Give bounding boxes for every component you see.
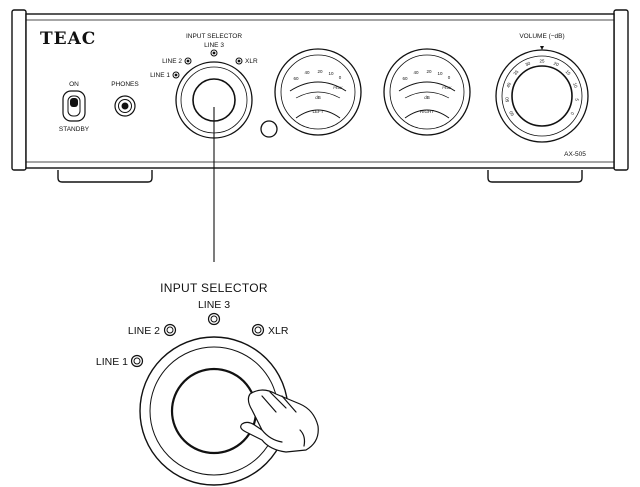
detail-title: INPUT SELECTOR (160, 281, 268, 295)
left-meter-scale-40: 40 (304, 70, 310, 75)
left-side-panel (11, 9, 27, 171)
volume-scale-label: 40 (506, 82, 512, 89)
left-level-meter (274, 48, 362, 136)
right-meter-peak: PEAK (442, 86, 452, 90)
volume-scale-label: 30 (524, 60, 531, 67)
indicator-led-icon (210, 49, 218, 57)
panel-input-xlr-label: XLR (245, 58, 258, 65)
detail-xlr-label: XLR (268, 325, 289, 337)
indicator-led-icon (251, 323, 265, 337)
panel-input-line3-label: LINE 3 (204, 42, 224, 49)
left-meter-scale-60: 60 (293, 76, 299, 81)
left-meter-scale-0: 0 (339, 75, 342, 80)
right-meter-scale-40: 40 (413, 70, 419, 75)
headphone-jack-icon[interactable] (114, 95, 136, 117)
right-meter-scale-10: 10 (437, 71, 443, 76)
panel-input-selector-title: INPUT SELECTOR (186, 33, 242, 40)
volume-scale-label: 0 (569, 111, 575, 116)
volume-scale-label: 50 (504, 96, 510, 102)
right-level-meter (383, 48, 471, 136)
hand-pointer-icon (240, 389, 319, 453)
volume-scale-label: 10 (572, 82, 578, 89)
power-standby-label: STANDBY (59, 126, 90, 133)
detail-line2-label: LINE 2 (128, 325, 160, 337)
panel-input-line1-label: LINE 1 (150, 72, 170, 79)
power-on-label: ON (69, 81, 79, 88)
amplifier-front-panel: TEAC AX-505 ON STANDBY PHONES INPUT SELE… (11, 9, 629, 183)
left-meter-label: LEFT (312, 109, 323, 114)
brand-logo: TEAC (40, 29, 96, 49)
volume-scale-label: 15 (564, 69, 571, 76)
detail-line1-label: LINE 1 (96, 356, 128, 368)
volume-scale-label: 5 (574, 98, 579, 102)
right-meter-scale-20: 20 (426, 69, 432, 74)
volume-index-mark (540, 46, 544, 50)
right-meter-scale-60: 60 (402, 76, 408, 81)
input-selector-detail: INPUT SELECTOR LINE 3 LINE 2 XLR LINE 1 (96, 281, 319, 486)
right-meter-unit: dB (424, 95, 430, 100)
detail-line3-label: LINE 3 (198, 299, 230, 311)
indicator-led-icon (184, 57, 192, 65)
left-foot (57, 170, 153, 183)
remote-sensor-button[interactable] (260, 120, 278, 138)
volume-knob[interactable] (495, 49, 589, 143)
model-name: AX-505 (564, 151, 586, 158)
panel-input-selector-knob[interactable] (175, 61, 253, 139)
right-meter-scale-0: 0 (448, 75, 451, 80)
right-meter-label: RIGHT (420, 109, 434, 114)
indicator-led-icon (163, 323, 177, 337)
left-meter-scale-20: 20 (317, 69, 323, 74)
left-meter-unit: dB (315, 95, 321, 100)
volume-scale-label: 35 (512, 69, 519, 76)
right-foot (487, 170, 583, 183)
volume-label: VOLUME (−dB) (519, 33, 564, 40)
volume-scale-label: 60 (508, 110, 515, 117)
indicator-led-icon (207, 312, 221, 326)
power-switch-icon[interactable] (62, 90, 86, 122)
indicator-led-icon (235, 57, 243, 65)
indicator-led-icon (130, 354, 144, 368)
left-meter-scale-10: 10 (328, 71, 334, 76)
panel-input-line2-label: LINE 2 (162, 58, 182, 65)
volume-scale-label: 20 (553, 61, 560, 68)
phones-label: PHONES (111, 81, 139, 88)
indicator-led-icon (172, 71, 180, 79)
detail-input-selector-knob[interactable] (139, 336, 289, 486)
left-meter-peak: PEAK (333, 86, 343, 90)
right-side-panel (613, 9, 629, 171)
volume-scale-label: 25 (539, 59, 545, 64)
